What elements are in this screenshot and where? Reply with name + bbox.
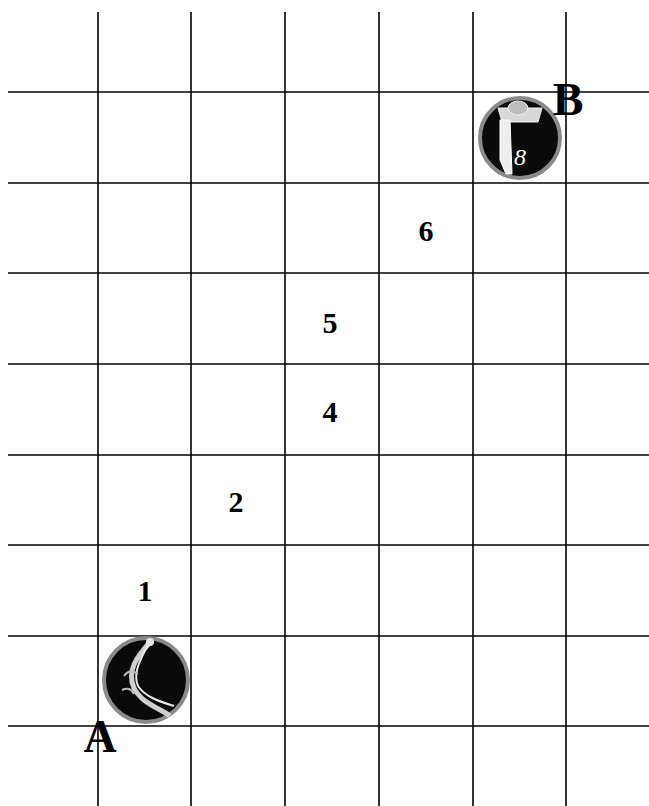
token-art <box>102 636 190 724</box>
grid-line <box>8 272 649 274</box>
grid-line <box>8 454 649 456</box>
grid-line <box>565 12 567 806</box>
grid-line <box>8 182 649 184</box>
token-number: 8 <box>514 145 526 169</box>
grid-line <box>8 363 649 365</box>
grid-line <box>97 12 99 806</box>
move-step-number: 1 <box>138 576 153 606</box>
token-base <box>104 638 188 722</box>
token-letter: A <box>83 714 116 760</box>
grid-line <box>190 12 192 806</box>
grid-line <box>378 12 380 806</box>
move-step-number: 5 <box>323 308 338 338</box>
game-token: A <box>102 636 190 724</box>
grid-line <box>8 544 649 546</box>
move-step-number: 6 <box>419 216 434 246</box>
game-token: B8 <box>478 96 562 180</box>
grid-line <box>472 12 474 806</box>
token-base <box>480 98 560 178</box>
grid-line <box>284 12 286 806</box>
miniature-figure <box>122 639 174 716</box>
grid-line <box>8 635 649 637</box>
move-step-number: 4 <box>323 397 338 427</box>
miniature-figure <box>498 101 542 174</box>
token-letter: B <box>553 77 584 123</box>
move-step-number: 2 <box>229 487 244 517</box>
